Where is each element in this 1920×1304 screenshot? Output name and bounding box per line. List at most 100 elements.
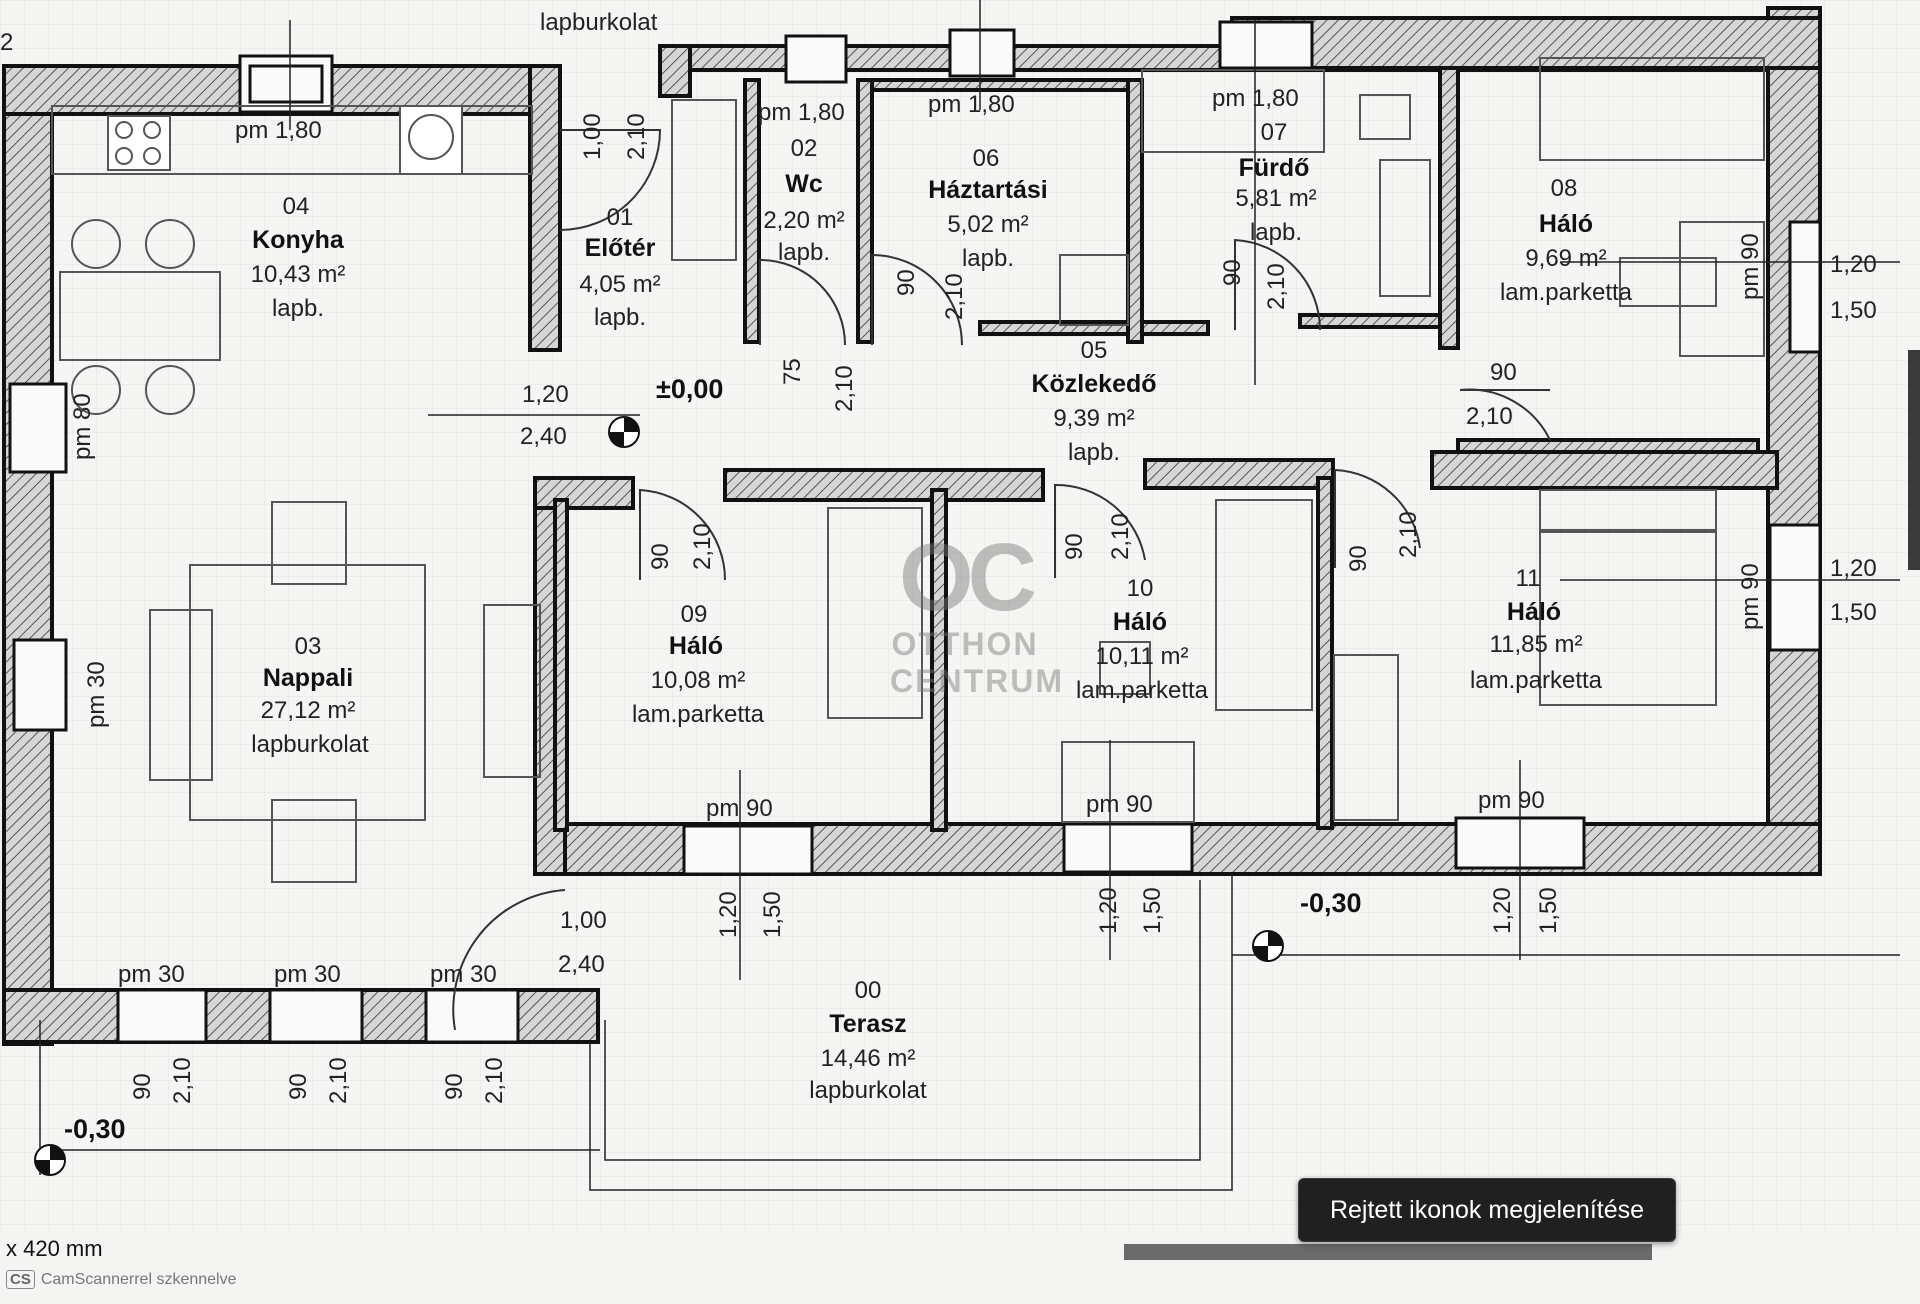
room-floor: lapb.	[778, 239, 830, 266]
dim-living-window-1: pm 30	[118, 961, 185, 988]
room-04-konyha: 04 Konyha 10,43 m² lapb.	[251, 193, 346, 322]
dim-kitchen-side-window: pm 80	[69, 393, 96, 460]
room-01-eloter: 01 Előtér 4,05 m² lapb.	[579, 204, 660, 331]
taskbar-edge	[1124, 1244, 1652, 1260]
screen-edge-strip	[1908, 350, 1920, 570]
level-marker-ground	[608, 416, 640, 448]
room-area: 5,81 m²	[1235, 185, 1316, 212]
dim-bed10-window: pm 90	[1086, 791, 1153, 818]
dim-living-window-2-width: 90	[285, 1073, 312, 1100]
dim-living-window-3-height: 2,10	[481, 1057, 508, 1104]
dim-living-window-3: pm 30	[430, 961, 497, 988]
dim-bath-window: pm 1,80	[1212, 85, 1299, 112]
dim-bed11-door-width: 90	[1345, 545, 1372, 572]
dim-living-window-1-height: 2,10	[169, 1057, 196, 1104]
room-05-kozlekedo: 05 Közlekedő 9,39 m² lapb.	[1031, 337, 1156, 466]
dim-bed8-door-height: 2,10	[1466, 403, 1513, 430]
room-name: Nappali	[263, 664, 353, 692]
room-name: Fürdő	[1239, 154, 1310, 182]
room-name: Közlekedő	[1031, 370, 1156, 398]
dim-living-window-1-width: 90	[129, 1073, 156, 1100]
dim-wc-door-height: 2,10	[831, 365, 858, 412]
level-outside-left-label: -0,30	[64, 1114, 126, 1144]
dim-bath-door-width: 90	[1219, 259, 1246, 286]
dim-entry-door-height: 2,10	[623, 113, 650, 160]
room-floor: lapb.	[1068, 439, 1120, 466]
terrace-outline	[589, 870, 1233, 1191]
room-number: 03	[295, 633, 322, 660]
room-name: Előtér	[585, 234, 656, 262]
watermark-line-1: OTTHON	[891, 626, 1039, 662]
room-floor: lam.parketta	[1076, 677, 1209, 704]
windows	[8, 20, 1822, 1044]
dim-bed8-window-sill: pm 90	[1737, 233, 1764, 300]
room-floor: lapb.	[594, 304, 646, 331]
room-floor: lapburkolat	[809, 1077, 927, 1104]
room-area: 11,85 m²	[1490, 631, 1583, 658]
room-06-haztartasi: 06 Háztartási 5,02 m² lapb.	[928, 145, 1048, 272]
room-00-terasz: 00 Terasz 14,46 m² lapburkolat	[809, 977, 927, 1104]
room-name: Wc	[785, 170, 823, 198]
dim-living-window-2-height: 2,10	[325, 1057, 352, 1104]
room-floor: lapb.	[962, 245, 1014, 272]
dim-bed10-door-height: 2,10	[1107, 513, 1134, 560]
furniture	[51, 57, 1765, 883]
dim-living-window-2: pm 30	[274, 961, 341, 988]
scanner-credit: CS CamScannerrel szkennelve	[6, 1270, 237, 1289]
room-name: Háló	[669, 632, 723, 660]
dim-bed9-door-height: 2,10	[689, 523, 716, 570]
room-area: 9,39 m²	[1053, 405, 1134, 432]
dim-bed9-window-width: 1,20	[715, 891, 742, 938]
dim-bed10-door-width: 90	[1061, 533, 1088, 560]
room-floor: lam.parketta	[1500, 279, 1633, 306]
dim-bed11-window-width: 1,20	[1830, 555, 1877, 582]
room-name: Háztartási	[928, 176, 1048, 204]
level-marker-left	[34, 1144, 66, 1176]
room-number: 07	[1261, 119, 1288, 146]
room-name: Háló	[1507, 598, 1561, 626]
door-swings	[452, 129, 1551, 1031]
dim-bed9-window-height: 1,50	[759, 891, 786, 938]
room-area: 5,02 m²	[947, 211, 1028, 238]
room-area: 2,20 m²	[763, 207, 844, 234]
dim-bed11-window-height: 1,50	[1830, 599, 1877, 626]
dim-kitchen-window: pm 1,80	[235, 117, 322, 144]
dim-bed8-window-height: 1,50	[1830, 297, 1877, 324]
room-number: 06	[973, 145, 1000, 172]
room-area: 9,69 m²	[1525, 245, 1606, 272]
room-09-halo: 09 Háló 10,08 m² lam.parketta	[632, 601, 765, 728]
room-number: 01	[607, 204, 634, 231]
watermark-logo: OC OTTHON CENTRUM	[890, 524, 1062, 700]
dimension-guides	[39, 0, 1900, 1175]
dim-bed9-door-width: 90	[647, 543, 674, 570]
watermark-mark: OC	[899, 524, 1037, 631]
room-area: 4,05 m²	[579, 271, 660, 298]
vertical-dimensions: 1,00 2,10 75 2,10 90 2,10 90 2,10 pm 90 …	[69, 113, 1764, 1104]
room-number: 04	[283, 193, 310, 220]
level-ground-label: ±0,00	[656, 374, 723, 404]
dim-bed11-window-w: 1,20	[1489, 887, 1516, 934]
room-floor: lapb.	[272, 295, 324, 322]
room-area: 27,12 m²	[261, 697, 356, 724]
room-name: Terasz	[829, 1010, 906, 1038]
dim-bed8-window-width: 1,20	[1830, 251, 1877, 278]
dim-bed8-door-width: 90	[1490, 359, 1517, 386]
room-floor: lapburkolat	[251, 731, 369, 758]
room-10-halo: 10 Háló 10,11 m² lam.parketta	[1076, 575, 1209, 704]
dim-wc-door-width: 75	[779, 358, 806, 385]
dim-bed11-door-height: 2,10	[1395, 511, 1422, 558]
camscanner-icon: CS	[6, 1270, 35, 1289]
room-07-furdo: 07 Fürdő 5,81 m² lapb.	[1235, 119, 1316, 246]
room-area: 10,08 m²	[651, 667, 746, 694]
dim-terrace-door-width: 1,00	[560, 907, 607, 934]
room-number: 11	[1516, 565, 1541, 592]
dim-utility-door-width: 90	[893, 269, 920, 296]
room-number: 08	[1551, 175, 1578, 202]
dim-wc-window: pm 1,80	[758, 99, 845, 126]
room-name: Konyha	[252, 226, 345, 254]
room-floor: lam.parketta	[632, 701, 765, 728]
level-outside-right-label: -0,30	[1300, 888, 1362, 918]
dim-living-side-window: pm 30	[83, 661, 110, 728]
dim-entry-height: 2,40	[520, 423, 567, 450]
dim-bed11-window-h: 1,50	[1535, 887, 1562, 934]
